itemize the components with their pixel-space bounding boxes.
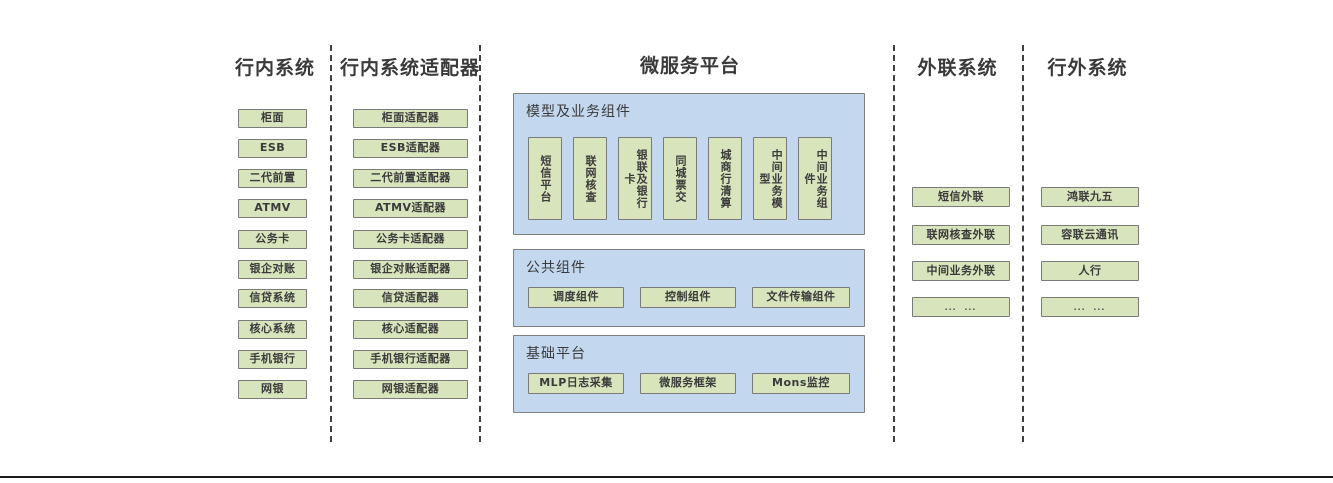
node-in-bank-5[interactable]: 公务卡	[238, 230, 307, 249]
panel-label-public-components: 公共组件	[526, 260, 586, 276]
column-separator-1	[330, 45, 332, 442]
node-in-bank-6[interactable]: 银企对账	[238, 260, 307, 279]
node-in-bank-1[interactable]: 柜面	[238, 109, 307, 128]
column-title-external-link-systems: 外联系统	[917, 57, 998, 79]
node-adapter-5[interactable]: 公务卡适配器	[353, 230, 468, 249]
node-adapter-9[interactable]: 手机银行适配器	[353, 350, 468, 369]
node-outbank-1[interactable]: 鸿联九五	[1041, 187, 1139, 207]
node-external-2[interactable]: 联网核查外联	[912, 225, 1010, 245]
node-model-4[interactable]: 同城票交	[663, 137, 697, 220]
column-separator-4	[1022, 45, 1024, 442]
node-in-bank-7[interactable]: 信贷系统	[238, 289, 307, 308]
node-model-7[interactable]: 中间业务组件	[798, 137, 832, 220]
node-external-4[interactable]: … …	[912, 297, 1010, 317]
node-in-bank-2[interactable]: ESB	[238, 139, 307, 158]
node-adapter-2[interactable]: ESB适配器	[353, 139, 468, 158]
node-in-bank-4[interactable]: ATMV	[238, 199, 307, 218]
node-in-bank-9[interactable]: 手机银行	[238, 350, 307, 369]
column-title-in-bank-systems: 行内系统	[234, 57, 315, 79]
page-bottom-rule	[0, 476, 1333, 478]
column-title-in-bank-adapters: 行内系统适配器	[340, 57, 481, 79]
node-model-3[interactable]: 银联及银行卡	[618, 137, 652, 220]
node-outbank-4[interactable]: … …	[1041, 297, 1139, 317]
node-public-3[interactable]: 文件传输组件	[752, 287, 850, 308]
column-title-out-bank-systems: 行外系统	[1047, 57, 1128, 79]
node-in-bank-10[interactable]: 网银	[238, 380, 307, 399]
node-base-3[interactable]: Mons监控	[752, 373, 850, 394]
column-separator-2	[479, 45, 481, 442]
node-adapter-8[interactable]: 核心适配器	[353, 320, 468, 339]
column-title-microservice-platform: 微服务平台	[639, 55, 740, 77]
node-adapter-1[interactable]: 柜面适配器	[353, 109, 468, 128]
node-external-3[interactable]: 中间业务外联	[912, 261, 1010, 281]
node-model-2[interactable]: 联网核查	[573, 137, 607, 220]
node-adapter-6[interactable]: 银企对账适配器	[353, 260, 468, 279]
node-external-1[interactable]: 短信外联	[912, 187, 1010, 207]
node-model-6[interactable]: 中间业务模型	[753, 137, 787, 220]
panel-label-model-business-components: 模型及业务组件	[526, 104, 631, 120]
column-separator-3	[893, 45, 895, 442]
node-model-1[interactable]: 短信平台	[528, 137, 562, 220]
node-base-1[interactable]: MLP日志采集	[528, 373, 624, 394]
node-public-1[interactable]: 调度组件	[528, 287, 624, 308]
node-outbank-2[interactable]: 容联云通讯	[1041, 225, 1139, 245]
node-adapter-4[interactable]: ATMV适配器	[353, 199, 468, 218]
node-adapter-10[interactable]: 网银适配器	[353, 380, 468, 399]
node-base-2[interactable]: 微服务框架	[640, 373, 736, 394]
node-adapter-7[interactable]: 信贷适配器	[353, 289, 468, 308]
node-in-bank-8[interactable]: 核心系统	[238, 320, 307, 339]
node-in-bank-3[interactable]: 二代前置	[238, 169, 307, 188]
node-model-5[interactable]: 城商行清算	[708, 137, 742, 220]
node-public-2[interactable]: 控制组件	[640, 287, 736, 308]
node-adapter-3[interactable]: 二代前置适配器	[353, 169, 468, 188]
node-outbank-3[interactable]: 人行	[1041, 261, 1139, 281]
panel-label-base-platform: 基础平台	[526, 346, 586, 362]
